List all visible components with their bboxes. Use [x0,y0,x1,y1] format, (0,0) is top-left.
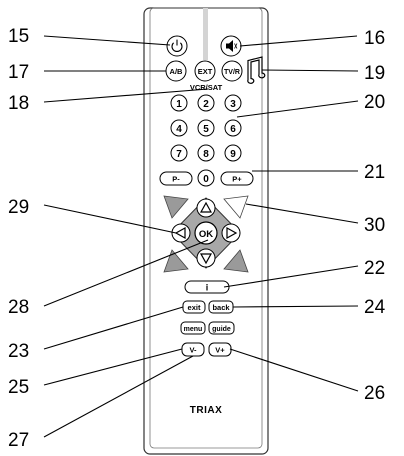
num-5-label: 5 [203,124,209,135]
power-icon [171,39,183,52]
callout-29: 29 [8,197,29,218]
guide-button[interactable]: guide [208,321,235,335]
num-8-button[interactable]: 8 [197,144,215,162]
num-0-button[interactable]: 0 [197,169,215,187]
callout-19: 19 [364,63,385,84]
num-4-label: 4 [176,124,182,135]
num-8-label: 8 [203,149,209,160]
num-2-label: 2 [203,99,209,110]
back-button[interactable]: back [208,300,234,314]
p-minus-button[interactable]: P- [159,171,193,186]
navigation-cluster: OK [163,195,249,273]
callout-23: 23 [8,341,29,362]
p-plus-label: P+ [232,175,242,184]
ab-button[interactable]: A/B [165,60,187,82]
callout-25: 25 [8,377,29,398]
num-4-button[interactable]: 4 [170,119,188,137]
arrow-down-icon [199,253,213,265]
guide-button-label: guide [212,326,231,333]
ok-button[interactable]: OK [194,221,218,245]
v-minus-button[interactable]: V- [181,342,205,357]
arrow-left-icon [174,226,186,240]
ext-button[interactable]: EXT [194,60,216,82]
p-plus-button[interactable]: P+ [220,171,254,186]
exit-button-label: exit [188,303,201,312]
callout-15: 15 [8,26,29,47]
num-3-label: 3 [230,99,236,110]
num-5-button[interactable]: 5 [197,119,215,137]
v-plus-label: V+ [215,346,225,355]
down-button[interactable] [196,248,216,268]
brand-logo: TRIAX [190,405,223,416]
exit-button[interactable]: exit [182,300,206,314]
callout-26: 26 [364,383,385,404]
ab-button-label: A/B [170,67,184,76]
power-button[interactable] [166,35,188,57]
p-minus-label: P- [172,175,180,184]
num-0-label: 0 [203,174,209,185]
arrow-up-icon [199,201,213,213]
tvr-button[interactable]: TV/R [221,60,243,82]
callout-27: 27 [8,430,29,451]
back-button-label: back [212,303,230,312]
mute-icon [226,40,238,52]
ext-button-label: EXT [198,67,213,76]
num-7-label: 7 [176,149,182,160]
callout-leaders [43,35,359,438]
music-icon [247,56,266,84]
callout-20: 20 [364,92,385,113]
right-button[interactable] [221,223,241,243]
info-button[interactable]: i [184,280,230,294]
arrow-right-icon [226,226,238,240]
ok-button-label: OK [199,229,213,240]
callout-numbers: 15 17 18 29 28 23 25 27 16 19 20 21 30 2… [8,26,386,451]
v-plus-button[interactable]: V+ [208,342,232,357]
callout-18: 18 [8,93,29,114]
menu-button-label: menu [184,326,203,333]
left-button[interactable] [171,223,191,243]
tvr-button-label: TV/R [224,69,240,76]
mute-button[interactable] [220,35,242,57]
source-label: VCR/SAT [190,83,223,92]
num-6-button[interactable]: 6 [224,119,242,137]
num-9-button[interactable]: 9 [224,144,242,162]
menu-button[interactable]: menu [180,321,206,335]
callout-16: 16 [364,28,385,49]
num-3-button[interactable]: 3 [224,94,242,112]
num-6-label: 6 [230,124,236,135]
num-9-label: 9 [230,149,236,160]
num-7-button[interactable]: 7 [170,144,188,162]
callout-30: 30 [364,215,385,236]
corner-key-top-left[interactable] [163,195,189,219]
up-button[interactable] [196,198,216,218]
num-2-button[interactable]: 2 [197,94,215,112]
v-minus-label: V- [189,346,197,355]
info-button-label: i [206,283,209,293]
callout-28: 28 [8,297,29,318]
corner-key-top-right[interactable] [223,195,249,219]
callout-17: 17 [8,62,29,83]
callout-24: 24 [364,297,386,318]
corner-key-bottom-right[interactable] [223,249,249,273]
callout-21: 21 [364,162,385,183]
callout-22: 22 [364,258,385,279]
number-pad: 1 2 3 4 5 6 7 8 9 [170,94,242,162]
ir-window [203,8,208,60]
num-1-label: 1 [176,99,182,110]
num-1-button[interactable]: 1 [170,94,188,112]
